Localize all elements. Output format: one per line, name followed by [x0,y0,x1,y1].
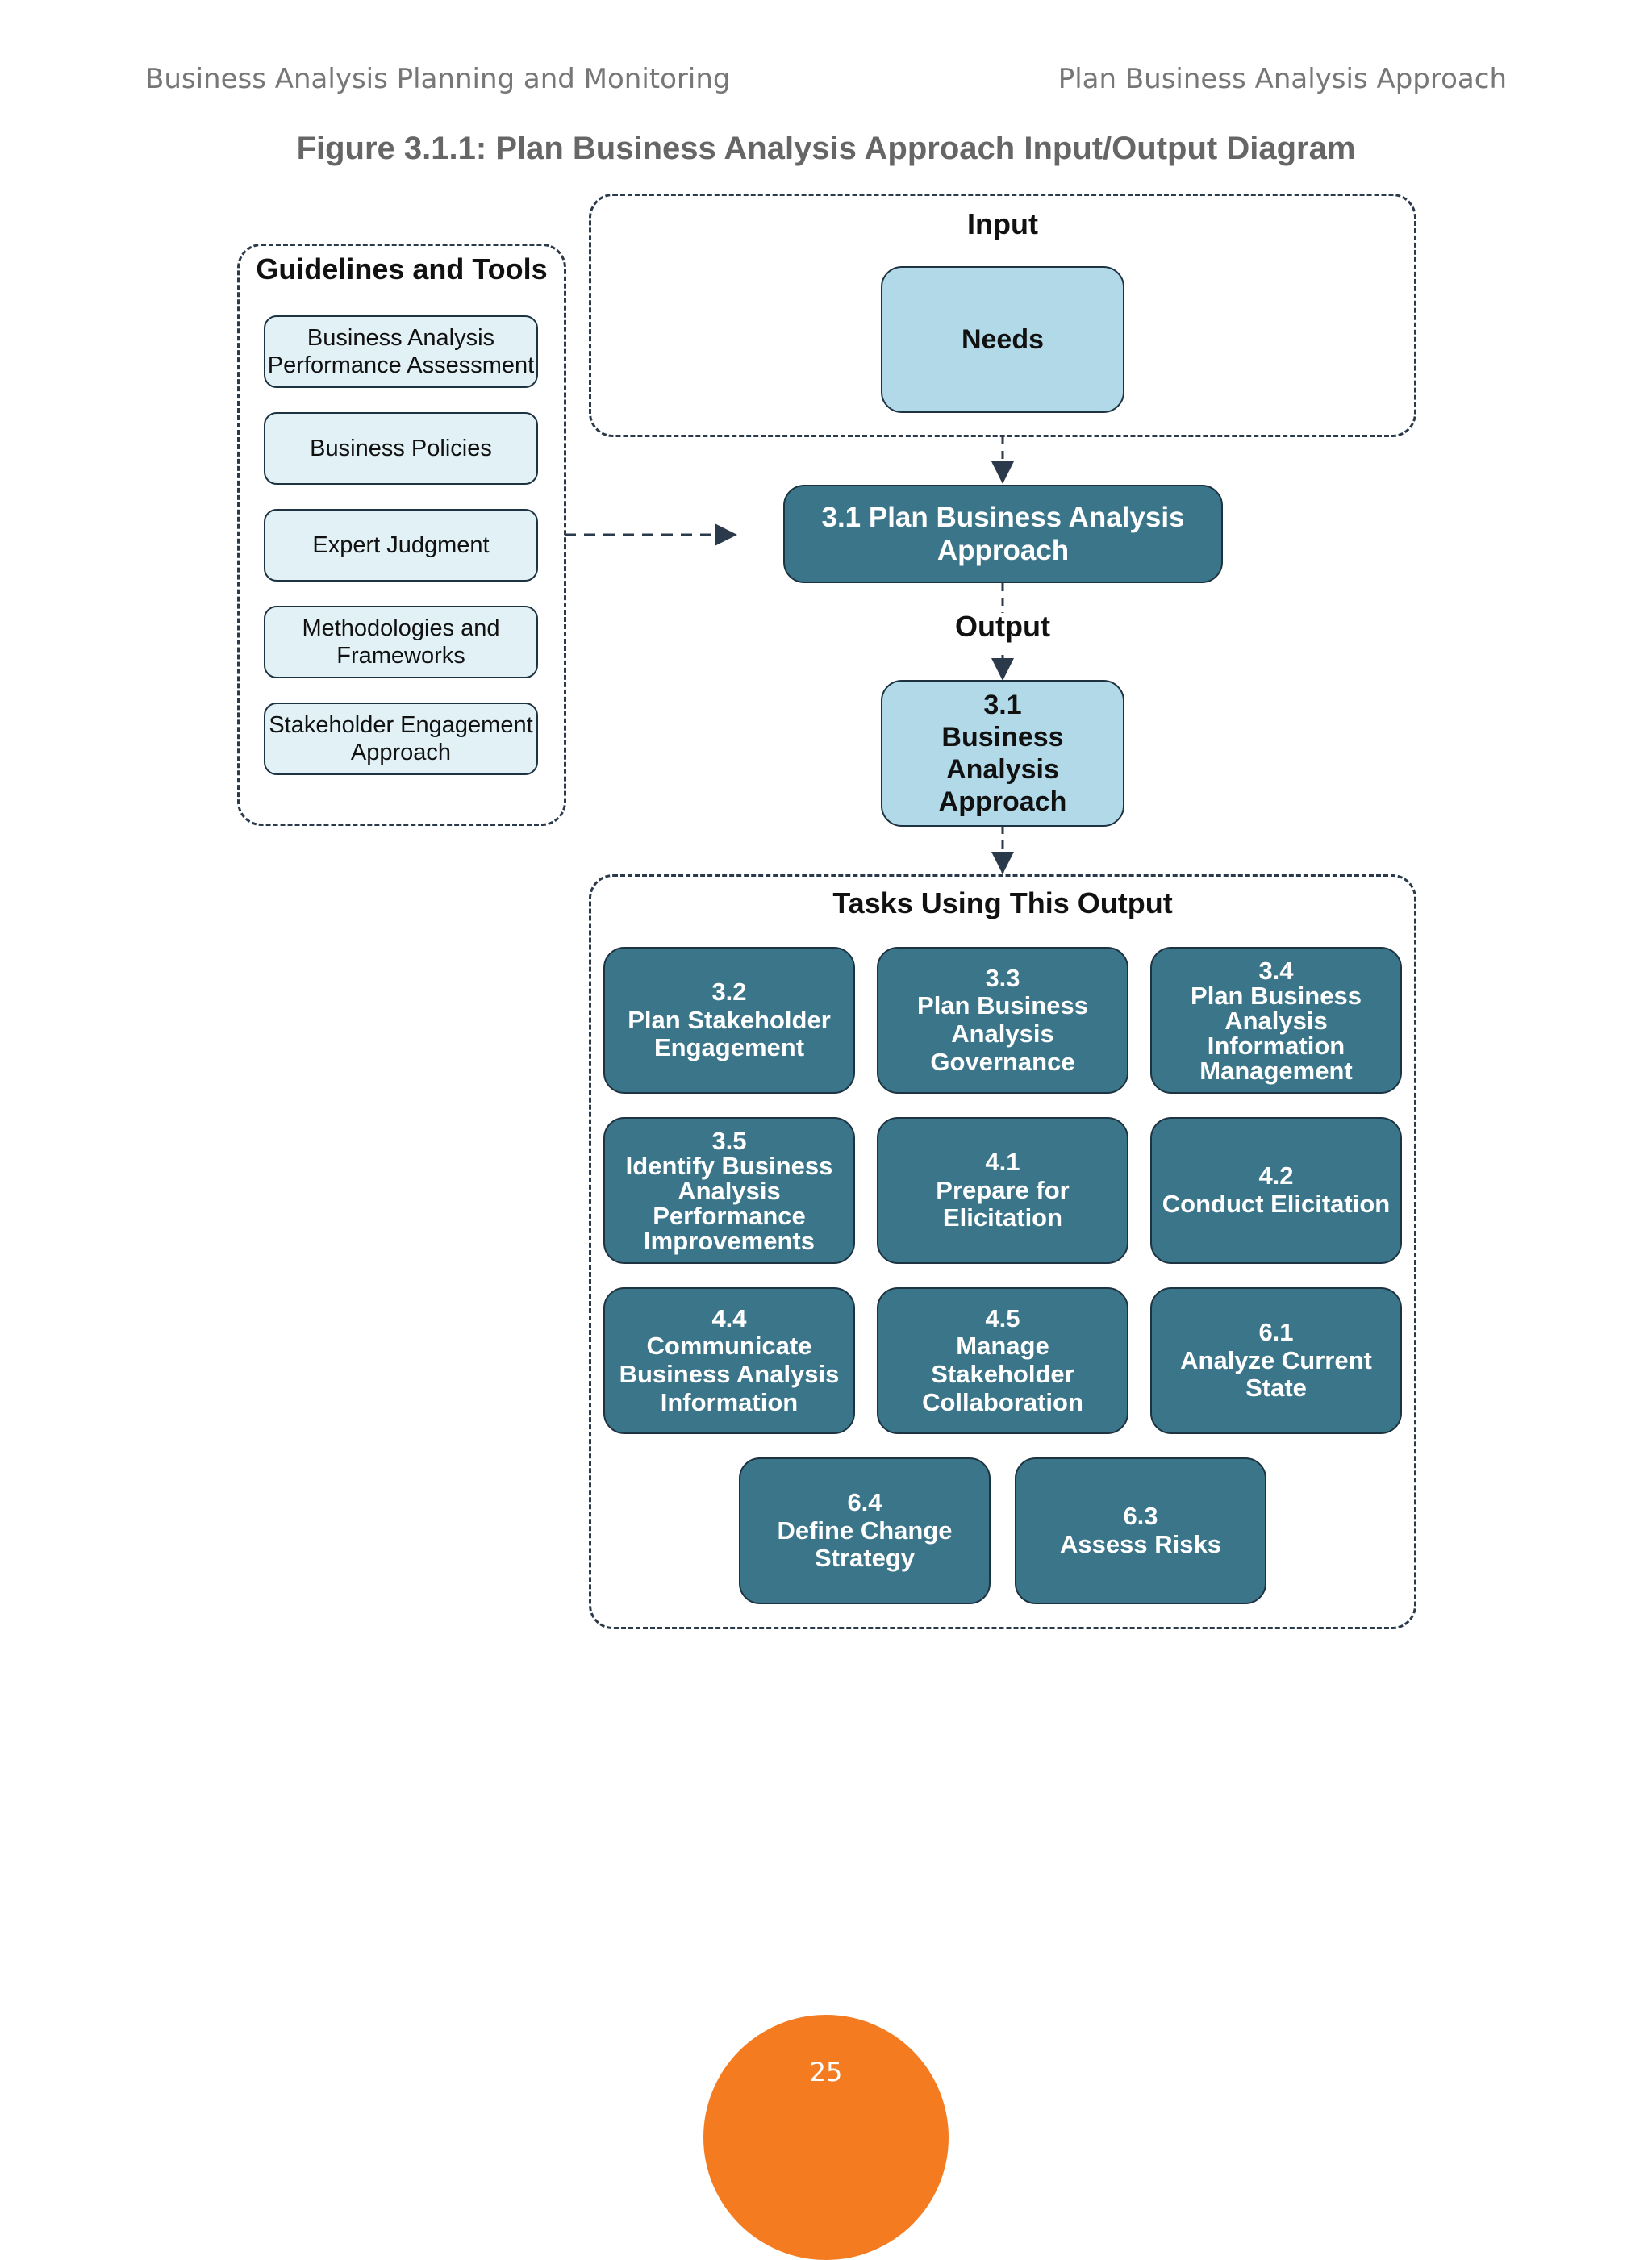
input-title: Input [967,207,1038,240]
task-4-4-communicate-business-analysis-information: 4.4 Communicate Business Analysis Inform… [603,1287,855,1434]
input-needs: Needs [881,266,1124,413]
task-4-5-manage-stakeholder-collaboration: 4.5 Manage Stakeholder Collaboration [877,1287,1128,1434]
task-6-1-analyze-current-state: 6.1 Analyze Current State [1150,1287,1402,1434]
tasks-using-output-title: Tasks Using This Output [832,886,1173,919]
task-4-1-prepare-for-elicitation: 4.1 Prepare for Elicitation [877,1117,1128,1264]
task-3-2-plan-stakeholder-engagement: 3.2 Plan Stakeholder Engagement [603,947,855,1094]
task-6-4-define-change-strategy: 6.4 Define Change Strategy [739,1457,991,1604]
output-title: Output [955,610,1050,643]
running-header-left: Business Analysis Planning and Monitorin… [145,63,731,95]
tool-business-policies: Business Policies [264,412,538,485]
tool-expert-judgment: Expert Judgment [264,509,538,582]
tool-stakeholder-engagement-approach: Stakeholder Engagement Approach [264,703,538,775]
output-3-1-business-analysis-approach: 3.1 Business Analysis Approach [881,680,1124,827]
task-3-4-plan-business-analysis-information-management: 3.4 Plan Business Analysis Information M… [1150,947,1402,1094]
page-number: 25 [809,2057,843,2087]
task-3-3-plan-business-analysis-governance: 3.3 Plan Business Analysis Governance [877,947,1128,1094]
guidelines-tools-title: Guidelines and Tools [256,252,548,286]
task-6-3-assess-risks: 6.3 Assess Risks [1015,1457,1266,1604]
tasks-using-output-group: Tasks Using This Output [589,874,1416,1629]
running-header-right: Plan Business Analysis Approach [1058,63,1507,95]
input-group: Input [589,194,1416,437]
task-3-5-identify-business-analysis-performance-improvements: 3.5 Identify Business Analysis Performan… [603,1117,855,1264]
page-number-badge [703,2015,949,2260]
task-4-2-conduct-elicitation: 4.2 Conduct Elicitation [1150,1117,1402,1264]
figure-title: Figure 3.1.1: Plan Business Analysis App… [296,131,1356,166]
tool-methodologies-frameworks: Methodologies and Frameworks [264,606,538,678]
guidelines-tools-group: Guidelines and Tools [237,244,566,826]
tool-business-analysis-performance-assessment: Business Analysis Performance Assessment [264,315,538,388]
task-3-1-plan-business-analysis-approach: 3.1 Plan Business Analysis Approach [783,485,1223,583]
